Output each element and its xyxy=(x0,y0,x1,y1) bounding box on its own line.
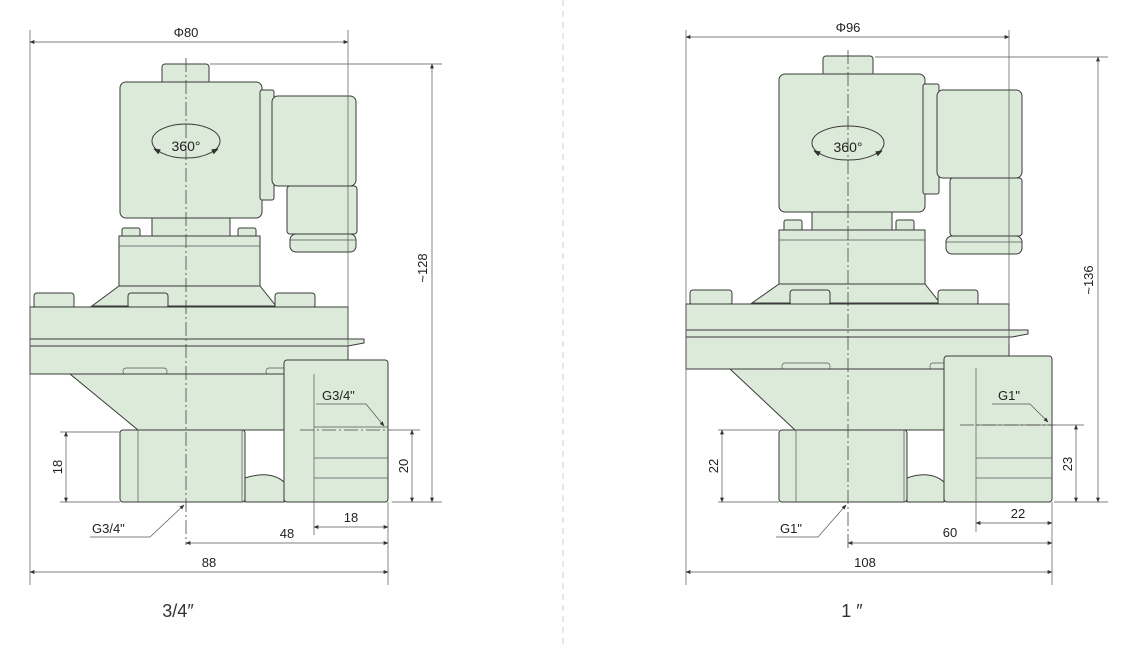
left-port-height-label: 20 xyxy=(396,459,411,473)
right-bottom-height-label: 22 xyxy=(706,459,721,473)
right-connector-gland xyxy=(949,177,1023,237)
left-valve-drawing: 360° Φ80 ~128 20 18 18 48 88 G3/4" G3/4" xyxy=(29,25,442,621)
left-caption: 3/4″ xyxy=(162,601,194,621)
right-port-height-label: 23 xyxy=(1060,457,1075,471)
right-top-port-label: G1" xyxy=(998,388,1020,403)
right-side-port xyxy=(943,355,1053,503)
right-bottom-port xyxy=(778,429,908,503)
left-diameter-label: Φ80 xyxy=(174,25,199,40)
left-bottom-port-label: G3/4" xyxy=(92,521,125,536)
right-bottom-port-label: G1" xyxy=(780,521,802,536)
left-port-width-label: 18 xyxy=(344,510,358,525)
right-height-label: ~136 xyxy=(1081,265,1096,294)
right-port-width-label: 22 xyxy=(1011,506,1025,521)
left-overall-width-label: 88 xyxy=(202,555,216,570)
left-connector-gland xyxy=(286,185,358,235)
right-overall-width-label: 108 xyxy=(854,555,876,570)
right-caption: 1 ″ xyxy=(841,601,863,621)
right-center-to-side-label: 60 xyxy=(943,525,957,540)
left-center-to-side-label: 48 xyxy=(280,526,294,541)
left-bottom-port xyxy=(119,429,246,503)
left-top-port-label: G3/4" xyxy=(322,388,355,403)
right-valve-drawing: 360° Φ96 ~136 23 22 22 60 108 G1" G1" 1 … xyxy=(685,20,1108,621)
left-height-label: ~128 xyxy=(415,253,430,282)
right-diameter-label: Φ96 xyxy=(836,20,861,35)
left-side-port xyxy=(283,359,389,503)
left-bottom-height-label: 18 xyxy=(50,460,65,474)
